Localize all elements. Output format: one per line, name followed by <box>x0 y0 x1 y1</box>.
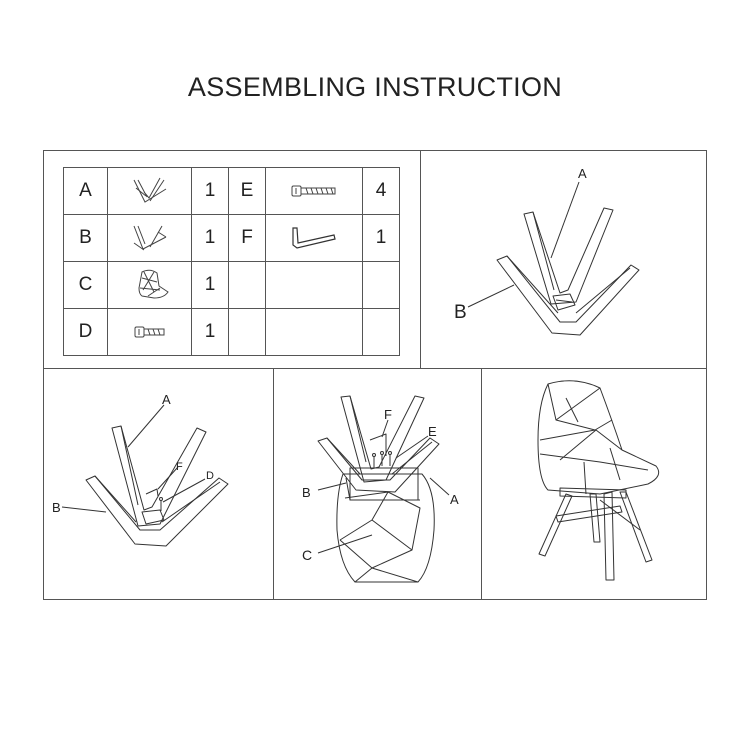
part-quantity: 4 <box>362 167 400 215</box>
leader-line <box>157 466 179 490</box>
divider-top-vertical <box>420 150 421 368</box>
leg-frame-b-icon <box>107 214 192 262</box>
step2-leg-assembly <box>85 425 229 547</box>
part-letter: F <box>228 214 266 262</box>
step1-label-b: B <box>454 302 467 323</box>
bolt-short-icon <box>107 308 192 356</box>
part-quantity: 1 <box>191 214 229 262</box>
step3-label-b: B <box>302 485 311 500</box>
divider-bottom-right <box>481 368 482 600</box>
empty-cell <box>265 261 363 309</box>
step1-label-a: A <box>578 166 587 181</box>
table-row: B 1 F 1 <box>63 214 400 262</box>
leader-line <box>317 534 373 554</box>
leader-line <box>127 404 165 448</box>
leader-line <box>395 435 429 459</box>
divider-bottom-left <box>273 368 274 600</box>
instruction-frame <box>43 150 707 600</box>
part-quantity <box>362 308 400 356</box>
step2-label-b: B <box>52 500 61 515</box>
divider-horizontal <box>43 368 707 369</box>
table-row: D 1 <box>63 308 400 356</box>
leader-line <box>467 284 515 308</box>
step1-leg-assembly <box>496 207 640 336</box>
step3-label-e: E <box>428 424 437 439</box>
step2-label-a: A <box>162 392 171 407</box>
part-letter: C <box>63 261 108 309</box>
step3-label-c: C <box>302 547 312 563</box>
leader-line <box>550 181 580 259</box>
parts-table: A 1 E 4 B 1 F <box>63 167 400 356</box>
step3-label-a: A <box>450 492 459 507</box>
finished-chair <box>537 380 660 581</box>
page-title: ASSEMBLING INSTRUCTION <box>187 72 563 102</box>
empty-cell <box>265 308 363 356</box>
leader-line <box>381 419 389 438</box>
allen-key-icon <box>265 214 363 262</box>
leader-line <box>429 477 450 496</box>
leader-line <box>61 506 107 513</box>
part-quantity: 1 <box>362 214 400 262</box>
step2-label-d: D <box>206 470 214 482</box>
step3-label-f: F <box>384 407 392 422</box>
step3-seat-assembly <box>317 395 440 583</box>
step2-label-f: F <box>176 461 183 473</box>
leader-line <box>317 482 347 491</box>
leader-line <box>162 478 206 503</box>
